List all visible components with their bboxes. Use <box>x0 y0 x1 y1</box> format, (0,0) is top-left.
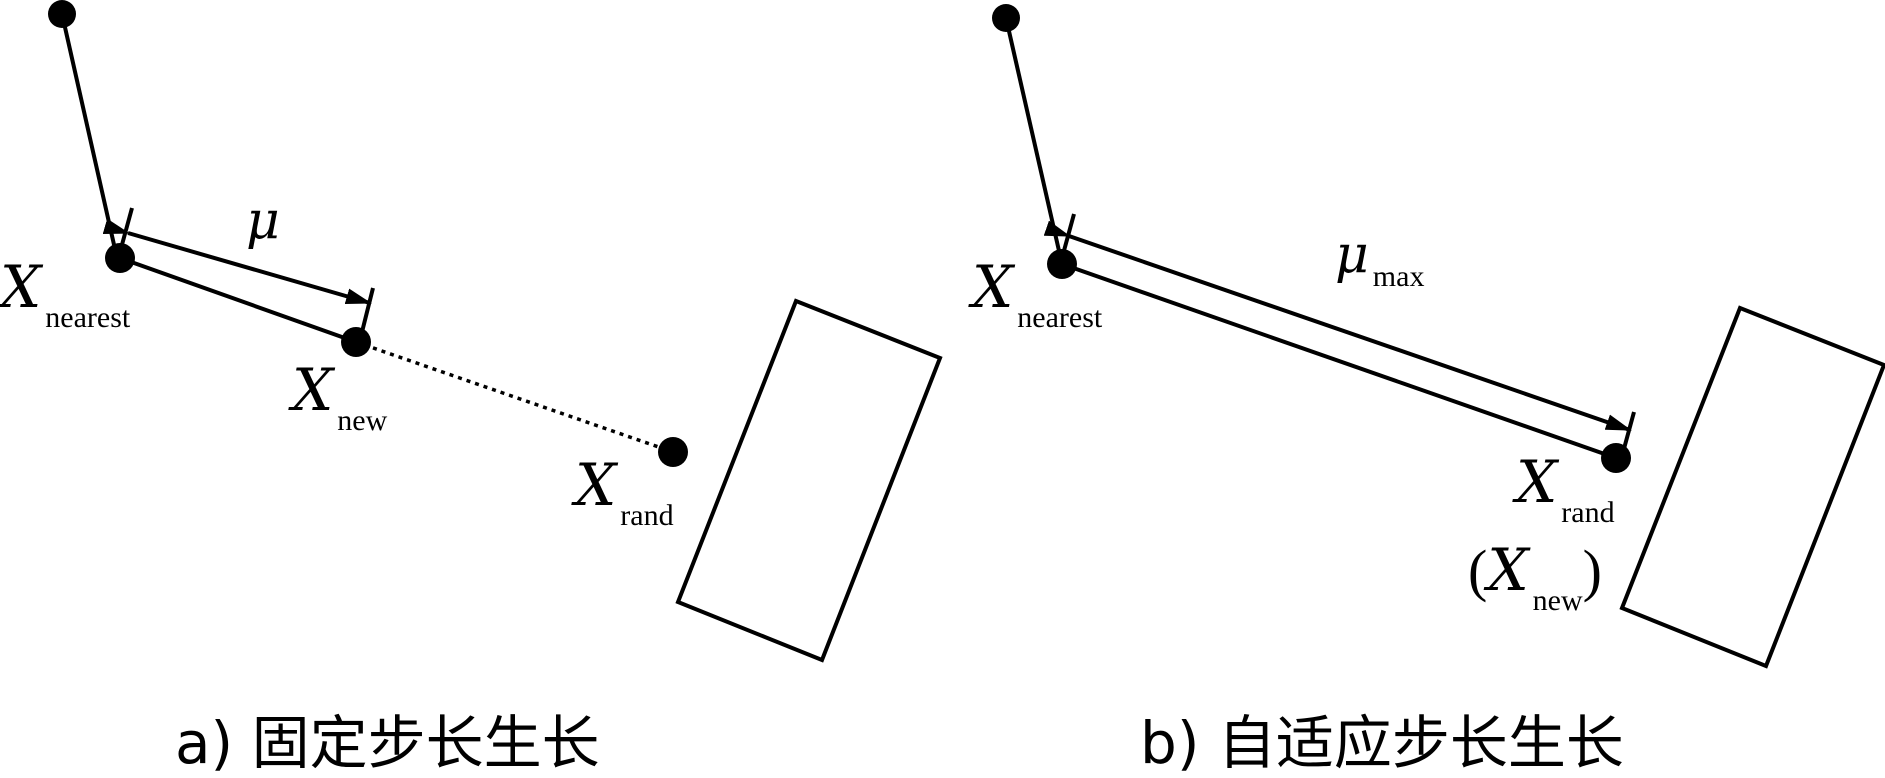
parent-node-a <box>48 0 76 28</box>
parent-node-b <box>992 4 1020 32</box>
nearest-node-b <box>1047 249 1077 279</box>
extension-edge-a <box>119 256 357 344</box>
step-label-mu: μ <box>246 191 280 251</box>
new-node-a <box>341 327 371 357</box>
rand-node-a <box>658 437 688 467</box>
caption-b: b) 自适应步长生长 <box>1140 709 1624 777</box>
dimension-tick-end-a <box>360 287 375 333</box>
caption-a: a) 固定步长生长 <box>175 709 600 777</box>
step-dimension-arrow-a <box>102 218 372 305</box>
extension-edge-b <box>1061 262 1617 460</box>
direction-line-a <box>355 340 674 454</box>
rand-node-b <box>1601 443 1631 473</box>
tree-edge-b <box>1004 17 1064 265</box>
obstacle-b <box>1619 305 1885 669</box>
obstacle-a <box>675 298 943 663</box>
tree-edge-a <box>60 13 119 259</box>
nearest-node-a <box>105 243 135 273</box>
step-dimension-arrow-b <box>1043 220 1632 432</box>
